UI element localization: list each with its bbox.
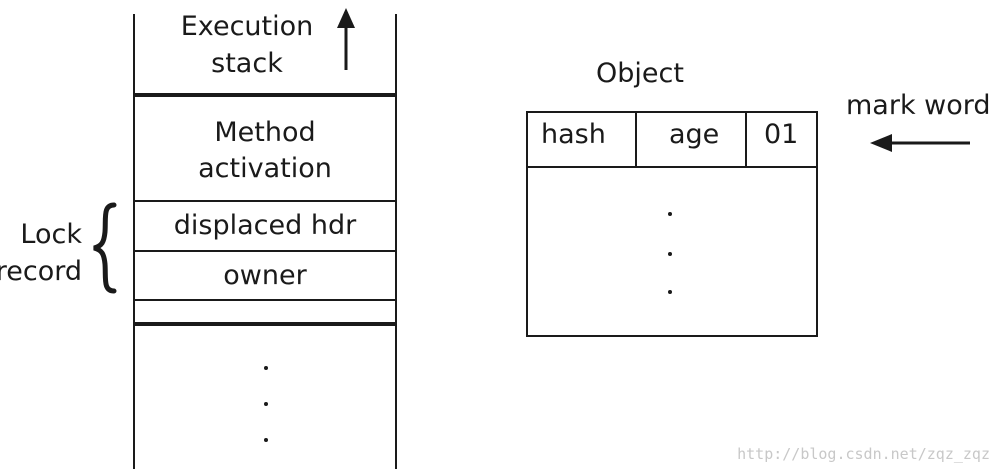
- stack-divider: [133, 200, 397, 202]
- hash-field: hash: [541, 119, 606, 150]
- lock-record-label: Lock record: [0, 219, 82, 287]
- watermark: http://blog.csdn.net/zqz_zqz: [737, 445, 990, 463]
- stack-divider: [133, 250, 397, 252]
- lock-bits-field: 01: [764, 119, 799, 150]
- object-ellipsis-dot: [668, 212, 672, 216]
- age-field: age: [669, 119, 720, 150]
- left-arrow-icon: [870, 134, 970, 152]
- field-divider: [635, 111, 637, 167]
- displaced-hdr-label: displaced hdr: [173, 210, 357, 241]
- field-divider: [745, 111, 747, 167]
- stack-ellipsis-dot: [264, 366, 268, 370]
- mark-word-bottom-border: [526, 166, 818, 168]
- stack-left-border: [133, 14, 135, 469]
- owner-label: owner: [223, 260, 307, 291]
- method-activation-label: Method activation: [198, 117, 332, 184]
- object-title: Object: [596, 58, 684, 89]
- stack-divider-thick-top: [133, 93, 397, 97]
- up-arrow-icon: [337, 8, 355, 70]
- object-ellipsis-dot: [668, 252, 672, 256]
- object-box: [526, 111, 818, 337]
- object-ellipsis-dot: [668, 290, 672, 294]
- curly-brace-icon: [93, 202, 117, 294]
- stack-right-border: [395, 14, 397, 469]
- stack-ellipsis-dot: [264, 402, 268, 406]
- stack-divider: [133, 299, 397, 301]
- mark-word-label: mark word: [846, 90, 991, 121]
- stack-ellipsis-dot: [264, 438, 268, 442]
- stack-divider-thick-bottom: [133, 322, 397, 326]
- execution-stack-label: Execution stack: [180, 11, 314, 79]
